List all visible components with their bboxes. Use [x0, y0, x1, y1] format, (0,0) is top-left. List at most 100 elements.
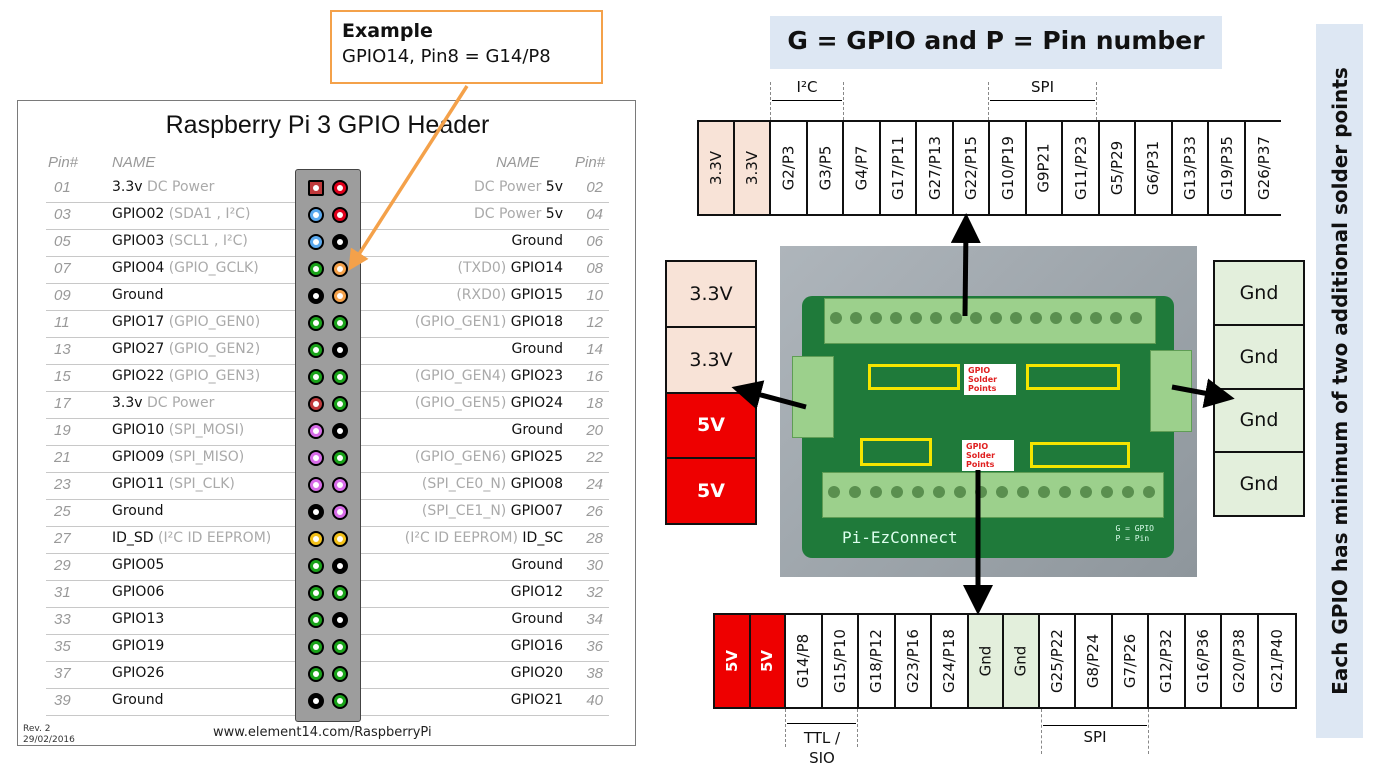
pin-main-right: GPIO16: [510, 638, 563, 654]
board-legend-pin: P = Pin: [1115, 534, 1150, 543]
pin-number-left: 33: [54, 611, 71, 628]
pin-function-left: (SDA1 , I²C): [164, 206, 251, 222]
terminal-screw-icon: [910, 312, 922, 324]
bracket-tick: [770, 82, 771, 120]
board-legend-gpio: G = GPIO: [1115, 524, 1154, 533]
terminal-screw-icon: [849, 486, 861, 498]
ttl-bracket: [787, 723, 856, 725]
terminal-cell: G12/P32: [1149, 615, 1186, 707]
pin-spi-icon: [308, 477, 324, 493]
board-legend: G = GPIO P = Pin: [1115, 524, 1154, 544]
pin-number-left: 09: [54, 287, 71, 304]
pin-name-right: (GPIO_GEN4) GPIO23: [415, 368, 563, 384]
pin-number-left: 07: [54, 260, 71, 277]
pin-main-right: GPIO23: [510, 368, 563, 384]
pin-number-right: 04: [586, 206, 603, 223]
pin-main-right: GPIO08: [510, 476, 563, 492]
pin-number-right: 06: [586, 233, 603, 250]
pin-number-left: 19: [54, 422, 71, 439]
board-name: Pi-EzConnect: [842, 528, 958, 547]
pin-name-right: (GPIO_GEN5) GPIO24: [415, 395, 563, 411]
pcb-board: GPIO Solder Points GPIO Solder Points Pi…: [792, 296, 1192, 558]
terminal-label: 5V: [722, 649, 741, 673]
pin-main-left: GPIO03: [112, 233, 165, 249]
header-title: Raspberry Pi 3 GPIO Header: [165, 111, 490, 139]
terminal-screw-icon: [950, 312, 962, 324]
terminal-label: G8/P24: [1084, 633, 1103, 689]
terminal-screw-icon: [1010, 312, 1022, 324]
pin-ground-icon: [308, 504, 324, 520]
pin-number-left: 17: [54, 395, 71, 412]
terminal-cell: G25/P22: [1039, 615, 1076, 707]
pin-power33-icon: [308, 180, 324, 196]
terminal-screw-icon: [996, 486, 1008, 498]
spi-bottom-bracket: [1043, 725, 1147, 727]
pin-name-right: Ground: [512, 611, 564, 627]
terminal-screw-icon: [975, 486, 987, 498]
terminal-label: G17/P11: [889, 136, 907, 200]
pin-gpio-icon: [308, 558, 324, 574]
pin-main-right: 5v: [545, 206, 563, 222]
terminal-label: G19/P35: [1217, 136, 1236, 200]
pin-function-left: DC Power: [142, 179, 215, 195]
legend-banner: G = GPIO and P = Pin number: [770, 16, 1222, 69]
pin-main-right: Ground: [511, 611, 564, 627]
terminal-screw-icon: [828, 486, 840, 498]
terminal-label: G4/P7: [852, 145, 871, 191]
pin-name-right: GPIO20: [511, 665, 563, 681]
terminal-screw-icon: [990, 312, 1002, 324]
pin-number-left: 15: [54, 368, 71, 385]
col-name-right: NAME: [496, 154, 540, 171]
terminal-cell: G24/P18: [932, 615, 969, 707]
pin-number-right: 26: [586, 503, 603, 520]
pin-name-left: Ground: [112, 692, 164, 708]
pin-main-right: GPIO21: [510, 692, 563, 708]
pin-function-right: (I²C ID EEPROM): [404, 530, 523, 546]
spi-top-bracket-label: SPI: [1031, 78, 1054, 96]
terminal-cell: G13/P33: [1172, 122, 1210, 214]
pin-number-left: 23: [54, 476, 71, 493]
bracket-tick: [1148, 709, 1149, 754]
revision: Rev. 2: [23, 724, 51, 734]
pin-number-right: 28: [586, 530, 603, 547]
pin-uart-icon: [332, 288, 348, 304]
pin-name-left: GPIO10 (SPI_MOSI): [112, 422, 244, 438]
pin-number-right: 08: [586, 260, 603, 277]
pin-name-left: 3.3v DC Power: [112, 179, 214, 195]
pin-name-left: GPIO02 (SDA1 , I²C): [112, 206, 250, 222]
terminal-cell: Gnd: [1215, 453, 1303, 515]
pin-gpio-icon: [332, 369, 348, 385]
pin-number-right: 16: [586, 368, 603, 385]
pin-function-right: (RXD0): [456, 287, 511, 303]
pin-name-left: GPIO27 (GPIO_GEN2): [112, 341, 260, 357]
pin-number-left: 37: [54, 665, 71, 682]
pin-ground-icon: [332, 558, 348, 574]
pin-name-right: DC Power 5v: [474, 206, 563, 222]
bracket-tick: [1096, 82, 1097, 120]
pin-main-left: GPIO26: [112, 665, 165, 681]
terminal-cell: G27/P13: [917, 122, 954, 214]
pin-name-left: ID_SD (I²C ID EEPROM): [112, 530, 271, 546]
pin-ground-icon: [308, 693, 324, 709]
legend-text: G = GPIO and P = Pin number: [787, 26, 1205, 55]
pin-spi-icon: [308, 423, 324, 439]
terminal-label: G2/P3: [779, 145, 798, 191]
pin-number-right: 22: [586, 449, 603, 466]
terminal-label: G6/P31: [1144, 140, 1163, 196]
col-pin-right: Pin#: [575, 154, 606, 171]
pin-number-left: 27: [54, 530, 71, 547]
pin-name-right: Ground: [512, 422, 564, 438]
pin-gpio-icon: [308, 261, 324, 277]
terminal-screw-icon: [1080, 486, 1092, 498]
pin-function-left: (GPIO_GCLK): [164, 260, 259, 276]
terminal-screw-icon: [1050, 312, 1062, 324]
terminal-label: G26/P37: [1255, 136, 1273, 200]
pin-ground-icon: [332, 342, 348, 358]
gpio-header-card: Raspberry Pi 3 GPIO Header Pin# NAME NAM…: [17, 100, 636, 746]
pin-main-right: GPIO20: [510, 665, 563, 681]
pin-main-left: GPIO11: [112, 476, 165, 492]
pin-gpio-icon: [332, 396, 348, 412]
terminal-cell: G3/P5: [807, 122, 845, 214]
